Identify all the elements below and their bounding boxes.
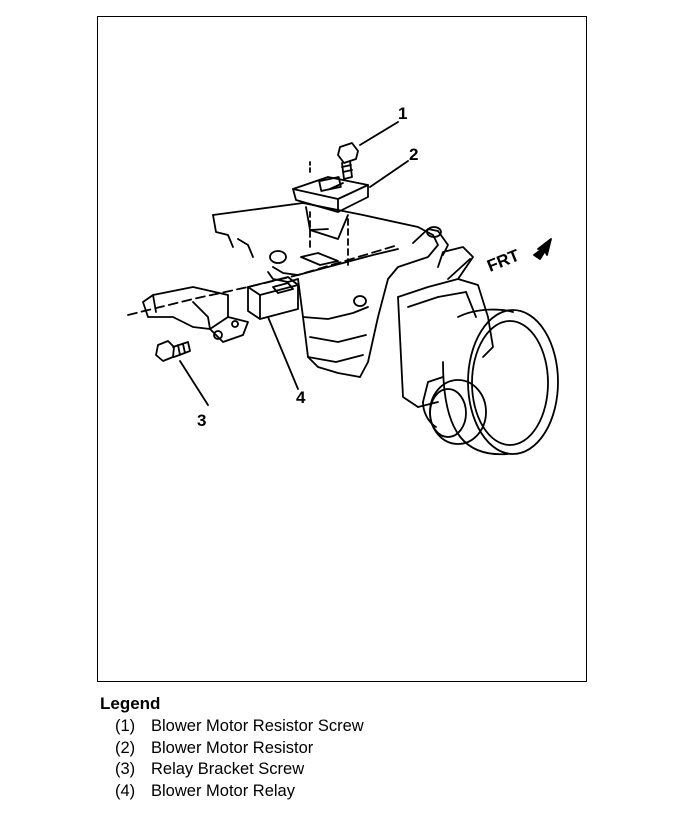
- blower-motor-relay: [247, 276, 299, 320]
- legend-item-number: (1): [115, 717, 136, 735]
- relay-bracket: [142, 286, 249, 343]
- hvac-module-housing: [212, 202, 449, 378]
- diagram-labels: 1 2 3 4 FRT: [197, 104, 523, 430]
- leader-line-1: [359, 121, 399, 146]
- front-arrow-icon: [533, 238, 552, 260]
- legend: Legend (1) Blower Motor Resistor Screw (…: [100, 694, 580, 802]
- leader-line-3: [179, 360, 209, 406]
- legend-item: (1) Blower Motor Resistor Screw: [115, 716, 580, 738]
- front-direction-label: FRT: [484, 245, 522, 275]
- blower-motor-resistor: [292, 176, 369, 266]
- legend-item: (3) Relay Bracket Screw: [115, 759, 580, 781]
- legend-item: (2) Blower Motor Resistor: [115, 738, 580, 760]
- blower-housing: [397, 246, 494, 408]
- legend-item-number: (4): [115, 781, 136, 800]
- legend-list: (1) Blower Motor Resistor Screw (2) Blow…: [100, 716, 580, 802]
- legend-item-label: Blower Motor Resistor Screw: [151, 717, 364, 735]
- legend-item-label: Blower Motor Relay: [151, 781, 295, 800]
- leader-line-2: [369, 160, 409, 188]
- blower-motor-wheel: [422, 308, 559, 456]
- callout-2: 2: [409, 145, 418, 164]
- resistor-opening: [300, 252, 339, 266]
- legend-item-number: (2): [115, 738, 136, 757]
- resistor-screw: [309, 142, 359, 180]
- callout-3: 3: [197, 411, 206, 430]
- leader-line-4: [267, 316, 299, 390]
- callout-1: 1: [398, 104, 407, 123]
- legend-item: (4) Blower Motor Relay: [115, 781, 580, 803]
- mounting-center-line: [127, 244, 399, 316]
- blower-assembly-drawing: [127, 121, 559, 456]
- legend-item-number: (3): [115, 760, 136, 778]
- legend-item-label: Relay Bracket Screw: [151, 760, 305, 778]
- legend-item-label: Blower Motor Resistor: [151, 738, 314, 757]
- callout-4: 4: [296, 388, 306, 407]
- diagram-frame: 1 2 3 4 FRT: [97, 16, 587, 682]
- legend-title: Legend: [100, 694, 161, 713]
- relay-bracket-screw: [155, 340, 191, 362]
